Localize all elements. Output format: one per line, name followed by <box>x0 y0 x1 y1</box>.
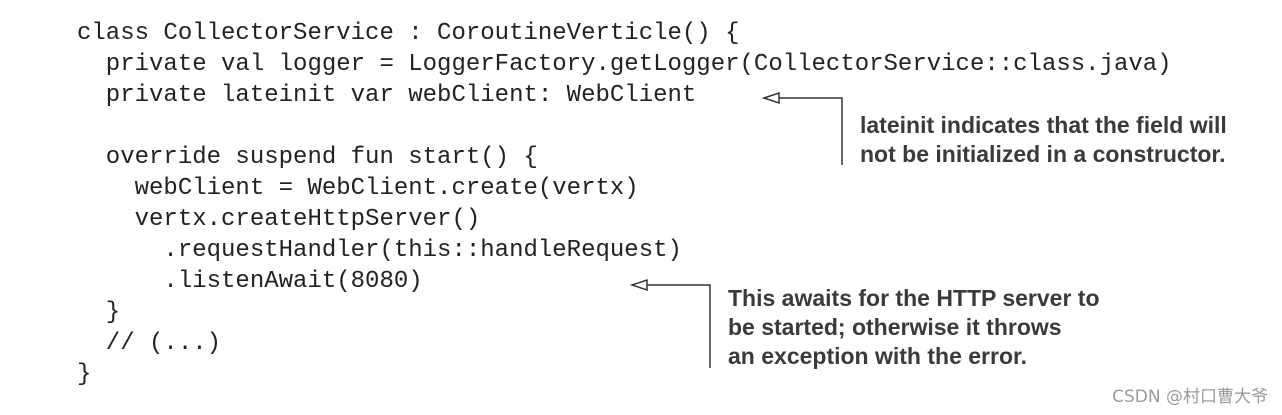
code-listing: class CollectorService : CoroutineVertic… <box>77 18 1172 390</box>
code-line: private val logger = LoggerFactory.getLo… <box>77 51 1172 78</box>
annotation-line: an exception with the error. <box>728 343 1028 369</box>
code-line: webClient = WebClient.create(vertx) <box>77 175 639 202</box>
watermark: CSDN @村口曹大爷 <box>1112 387 1268 407</box>
code-line: .requestHandler(this::handleRequest) <box>77 237 682 264</box>
code-line: class CollectorService : CoroutineVertic… <box>77 20 740 47</box>
code-line: } <box>77 361 92 388</box>
code-line: } <box>77 299 121 326</box>
code-line: private lateinit var webClient: WebClien… <box>77 82 697 109</box>
callout-arrow-listen-await <box>629 278 711 368</box>
annotation-listen-await: This awaits for the HTTP server to be sta… <box>728 284 1100 371</box>
annotation-line: be started; otherwise it throws <box>728 314 1062 340</box>
annotation-line: This awaits for the HTTP server to <box>728 285 1100 311</box>
code-line: .listenAwait(8080) <box>77 268 423 295</box>
code-line: vertx.createHttpServer() <box>77 206 481 233</box>
code-line: // (...) <box>77 330 222 357</box>
annotation-lateinit: lateinit indicates that the field will no… <box>860 111 1227 169</box>
annotation-line: not be initialized in a constructor. <box>860 141 1226 167</box>
annotation-line: lateinit indicates that the field will <box>860 112 1227 138</box>
code-line: override suspend fun start() { <box>77 144 538 171</box>
callout-arrow-lateinit <box>761 91 843 165</box>
